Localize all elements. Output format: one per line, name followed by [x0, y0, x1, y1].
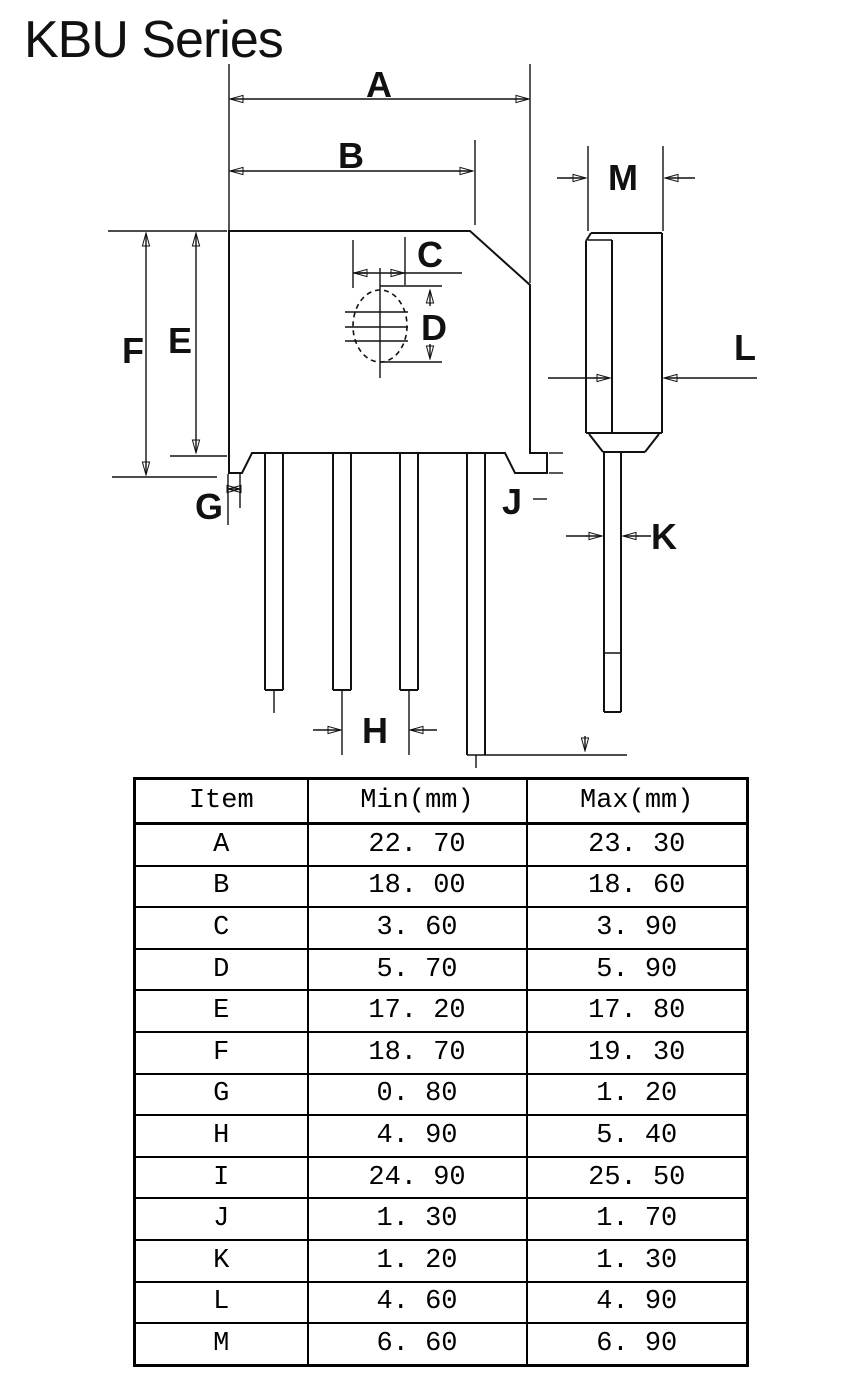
- table-cell-max: 1. 30: [525, 1238, 749, 1283]
- table-cell-item: K: [133, 1238, 309, 1283]
- bottom-reference-line: [467, 736, 627, 756]
- table-cell-min: 18. 70: [306, 1030, 528, 1075]
- table-cell-item: I: [133, 1155, 309, 1200]
- table-cell-item: D: [133, 947, 309, 992]
- table-cell-min: 3. 60: [306, 906, 528, 950]
- dim-label-m: M: [608, 157, 638, 198]
- table-cell-min: 6. 60: [306, 1322, 528, 1367]
- dim-label-g: G: [195, 486, 223, 527]
- dim-label-b: B: [338, 135, 364, 176]
- dim-a: A: [228, 64, 531, 283]
- dim-c: C: [352, 234, 462, 288]
- side-view: M L K: [548, 146, 757, 713]
- table-cell-max: 1. 70: [525, 1197, 749, 1241]
- dim-g: G: [195, 474, 240, 527]
- table-cell-max: 17. 80: [525, 989, 749, 1033]
- table-cell-item: A: [133, 822, 309, 867]
- dim-label-l: L: [734, 327, 756, 368]
- table-cell-max: 1. 20: [525, 1072, 749, 1117]
- technical-drawing: A B C D: [108, 64, 757, 768]
- front-view-leads: [264, 453, 486, 768]
- table-cell-min: 0. 80: [306, 1072, 528, 1117]
- table-cell-min: 18. 00: [306, 864, 528, 909]
- side-view-lead: [603, 452, 622, 713]
- table-cell-min: 1. 30: [306, 1197, 528, 1241]
- column-header-max: Max(mm): [525, 777, 749, 825]
- table-cell-item: F: [133, 1030, 309, 1075]
- dim-m: M: [557, 146, 695, 231]
- dim-label-j: J: [502, 481, 522, 522]
- dim-label-k: K: [651, 516, 677, 557]
- dim-h: H: [313, 710, 437, 751]
- table-cell-max: 19. 30: [525, 1030, 749, 1075]
- table-cell-min: 5. 70: [306, 947, 528, 992]
- table-cell-item: L: [133, 1280, 309, 1325]
- table-cell-item: M: [133, 1322, 309, 1367]
- side-view-body: [585, 232, 663, 453]
- dim-k: K: [566, 516, 677, 557]
- dim-b: B: [231, 135, 476, 225]
- table-cell-max: 4. 90: [525, 1280, 749, 1325]
- table-cell-max: 3. 90: [525, 906, 749, 950]
- column-header-item: Item: [133, 777, 309, 825]
- table-cell-item: C: [133, 906, 309, 950]
- dim-e: E: [108, 230, 227, 457]
- dim-label-a: A: [366, 64, 392, 105]
- table-cell-item: J: [133, 1197, 309, 1241]
- dim-label-h: H: [362, 710, 388, 751]
- front-view-body: [228, 230, 548, 474]
- dim-label-f: F: [122, 330, 144, 371]
- table-cell-max: 5. 90: [525, 947, 749, 992]
- table-cell-min: 1. 20: [306, 1238, 528, 1283]
- table-cell-min: 4. 90: [306, 1114, 528, 1158]
- dim-label-c: C: [417, 234, 443, 275]
- table-cell-item: G: [133, 1072, 309, 1117]
- dim-f: F: [112, 234, 217, 478]
- table-cell-max: 25. 50: [525, 1155, 749, 1200]
- table-cell-max: 18. 60: [525, 864, 749, 909]
- dim-label-e: E: [168, 320, 192, 361]
- dim-label-d: D: [421, 307, 447, 348]
- table-cell-item: B: [133, 864, 309, 909]
- table-cell-max: 6. 90: [525, 1322, 749, 1367]
- table-header-row: Item Min(mm) Max(mm): [133, 777, 749, 825]
- front-view: A B C D: [108, 64, 627, 768]
- table-cell-min: 22. 70: [306, 822, 528, 867]
- page-title: KBU Series: [24, 11, 284, 69]
- dim-j: J: [502, 452, 563, 522]
- table-cell-item: H: [133, 1114, 309, 1158]
- table-cell-min: 17. 20: [306, 989, 528, 1033]
- dim-l: L: [548, 327, 757, 378]
- table-cell-item: E: [133, 989, 309, 1033]
- table-cell-min: 4. 60: [306, 1280, 528, 1325]
- table-cell-max: 5. 40: [525, 1114, 749, 1158]
- column-header-min: Min(mm): [306, 777, 528, 825]
- table-cell-min: 24. 90: [306, 1155, 528, 1200]
- table-cell-max: 23. 30: [525, 822, 749, 867]
- dim-d: D: [380, 285, 447, 363]
